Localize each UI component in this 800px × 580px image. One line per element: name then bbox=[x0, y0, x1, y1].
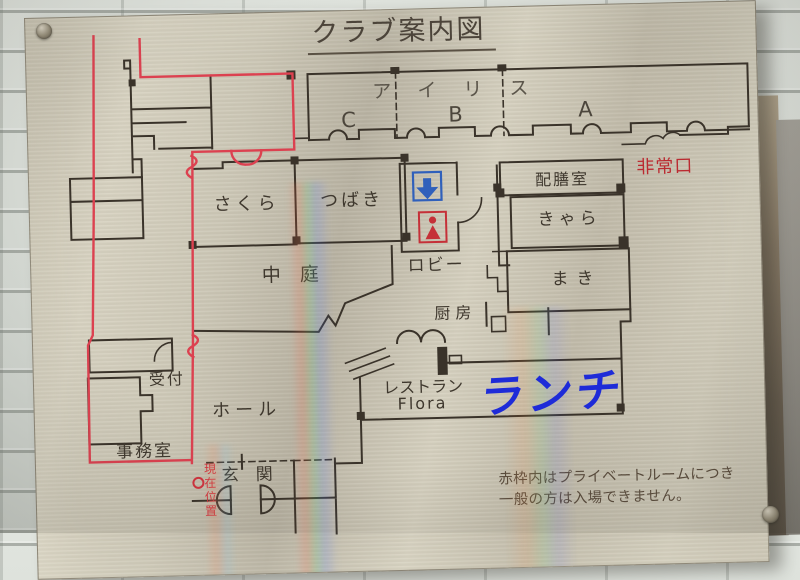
photo-of-club-floor-map: { "photo": { "plate": { "title": "クラブ案内図… bbox=[0, 0, 800, 533]
sign-plate: クラブ案内図 アイリス C B A 配膳室 非常口 きゃら まき さくら つばき… bbox=[24, 0, 770, 580]
door-pivot bbox=[286, 70, 295, 79]
door-arc bbox=[458, 198, 483, 223]
kitchen-wall bbox=[486, 303, 487, 326]
room-label-kitchen: 厨房 bbox=[434, 299, 477, 324]
wing-bottom-wall-with-doors bbox=[309, 120, 749, 140]
office-room-walls bbox=[88, 377, 154, 445]
room-label-nakaniwa: 中 庭 bbox=[261, 259, 319, 287]
room-label-tsubaki: つばき bbox=[320, 185, 384, 213]
screw-icon bbox=[762, 506, 779, 523]
door-pivot bbox=[402, 233, 410, 241]
room-label-reception: 受付 bbox=[149, 365, 186, 390]
room-label-b: B bbox=[448, 102, 463, 126]
room-label-maki: まき bbox=[551, 263, 602, 289]
lunch-overlay-label: ランチ bbox=[478, 352, 627, 426]
room-label-iris: アイリス bbox=[372, 73, 556, 104]
door-arc bbox=[154, 342, 172, 360]
step-wall bbox=[487, 265, 508, 305]
emergency-exit-label: 非常口 bbox=[636, 152, 694, 179]
room-label-a: A bbox=[578, 97, 593, 121]
divider-anchor bbox=[390, 67, 399, 74]
red-frame-top-block bbox=[140, 35, 295, 153]
room-label-haizen: 配膳室 bbox=[535, 165, 590, 190]
room-label-kyara: きゃら bbox=[537, 203, 601, 230]
screw-icon bbox=[36, 23, 52, 39]
red-frame-left bbox=[79, 34, 189, 462]
room-label-sakura: さくら bbox=[213, 189, 280, 217]
plate-title: クラブ案内図 bbox=[307, 6, 496, 55]
restroom-person-body bbox=[425, 225, 440, 239]
room-label-entrance: 玄 関 bbox=[221, 460, 273, 486]
kitchen-pillar bbox=[437, 347, 448, 375]
note-text: 赤枠内はプライベートルームにつき 一般の方は入場できません。 bbox=[498, 464, 735, 512]
current-location-label: 現在位置 bbox=[201, 462, 219, 518]
left-room-divider bbox=[70, 159, 143, 202]
right-wing-connector bbox=[620, 309, 631, 358]
door-pivot bbox=[619, 236, 629, 249]
door-pivot bbox=[493, 183, 501, 191]
door-pivot bbox=[400, 154, 408, 162]
restroom-person-head bbox=[429, 216, 436, 223]
door-pivot bbox=[129, 79, 136, 86]
door-pivot bbox=[292, 236, 300, 244]
room-label-office: 事務室 bbox=[116, 436, 174, 462]
service-box bbox=[491, 316, 505, 331]
emergency-exit-door-icon bbox=[622, 132, 680, 144]
room-label-restaurant-name: Flora bbox=[397, 393, 447, 413]
room-label-hall: ホール bbox=[212, 395, 282, 423]
door-pivot bbox=[357, 412, 365, 420]
kitchen-swing-doors bbox=[397, 330, 445, 343]
door-pivot bbox=[616, 183, 625, 192]
divider-anchor bbox=[497, 64, 506, 71]
left-room-walls bbox=[70, 177, 143, 240]
door-pivot bbox=[290, 156, 298, 164]
maki-connector bbox=[548, 308, 549, 334]
red-frame-inner bbox=[184, 153, 200, 463]
elevator-down-arrow-icon bbox=[416, 178, 439, 200]
room-label-c: C bbox=[341, 108, 356, 132]
room-label-lobby: ロビー bbox=[407, 250, 465, 276]
